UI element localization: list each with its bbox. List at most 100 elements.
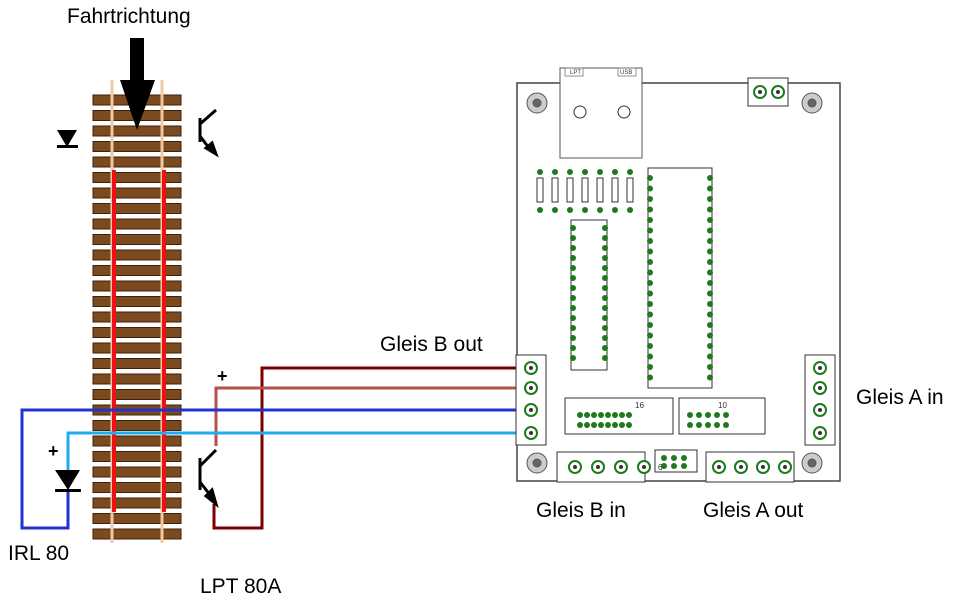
resistor xyxy=(551,177,559,203)
usb-label-usb: USB xyxy=(620,70,632,76)
solder-pad xyxy=(570,265,576,271)
track-sleeper xyxy=(92,296,182,307)
terminal-screw-center xyxy=(573,465,577,469)
solder-pad xyxy=(661,455,667,461)
solder-pad xyxy=(597,207,603,213)
terminal-screw-center xyxy=(818,431,822,435)
solder-pad xyxy=(619,422,625,428)
solder-pad xyxy=(567,169,573,175)
solder-pad xyxy=(647,290,653,297)
solder-pad xyxy=(647,374,653,381)
track-sleepers xyxy=(92,94,182,540)
solder-pad xyxy=(626,422,632,428)
solder-pad xyxy=(612,169,618,175)
solder-pad xyxy=(681,463,687,469)
solder-pad xyxy=(707,175,713,181)
track-sleeper xyxy=(92,249,182,261)
solder-pad xyxy=(647,269,653,276)
solder-pad xyxy=(707,217,713,223)
wires xyxy=(20,366,530,530)
solder-pad xyxy=(647,175,653,181)
terminal-screw-center xyxy=(758,90,762,94)
solder-pad xyxy=(591,412,597,418)
terminal-screw-center xyxy=(818,366,822,370)
track-sleeper xyxy=(92,265,182,276)
solder-pad xyxy=(570,285,576,291)
solder-pad xyxy=(647,196,653,202)
solder-pad xyxy=(705,412,711,418)
solder-pad xyxy=(612,207,618,213)
solder-pad xyxy=(602,245,608,251)
solder-pad xyxy=(647,332,653,339)
solder-pad xyxy=(707,259,713,265)
solder-pad xyxy=(602,285,608,291)
solder-pad xyxy=(570,295,576,301)
solder-pad xyxy=(582,169,588,175)
track-rails xyxy=(110,80,166,543)
terminal-screw-center xyxy=(761,465,765,469)
solder-pad xyxy=(602,225,608,231)
solder-pad xyxy=(570,315,576,321)
solder-pad xyxy=(707,364,713,370)
resistor xyxy=(611,177,619,203)
connector-label-10: 10 xyxy=(718,401,727,410)
wire-darkred xyxy=(212,366,530,530)
solder-pad xyxy=(577,422,583,428)
track-sleeper xyxy=(92,513,182,524)
solder-pad xyxy=(707,280,713,286)
solder-pad xyxy=(584,412,590,418)
track-sleeper xyxy=(92,497,182,509)
phototransistor-icon-bottom xyxy=(198,448,219,509)
solder-pad xyxy=(707,185,713,192)
solder-pad xyxy=(707,290,713,297)
solder-pad xyxy=(647,364,653,370)
track-sleeper xyxy=(92,218,182,230)
track-sleeper xyxy=(92,172,182,183)
track-sleeper xyxy=(92,373,182,385)
track-sleeper xyxy=(92,435,182,447)
track-sleeper xyxy=(92,234,182,245)
terminal-screw-center xyxy=(596,465,600,469)
solder-pad xyxy=(570,345,576,351)
solder-pad xyxy=(671,455,677,461)
solder-pad xyxy=(714,412,720,418)
pcb-board xyxy=(515,67,841,483)
solder-pad xyxy=(602,305,608,311)
solder-pad xyxy=(570,225,576,231)
solder-pad xyxy=(552,169,558,175)
solder-pad xyxy=(647,248,653,255)
solder-pad xyxy=(627,207,633,213)
solder-pad xyxy=(570,255,576,261)
solder-pad xyxy=(707,248,713,255)
track-sleeper xyxy=(92,528,182,540)
solder-pad xyxy=(612,422,618,428)
terminal-screw-center xyxy=(739,465,743,469)
wire-blue xyxy=(20,408,530,530)
solder-pad xyxy=(707,322,713,328)
solder-pad xyxy=(619,412,625,418)
solder-pad xyxy=(714,422,720,428)
solder-pad xyxy=(707,206,713,213)
solder-pad xyxy=(602,235,608,241)
solder-pad xyxy=(584,422,590,428)
solder-pad xyxy=(602,255,608,261)
resistor xyxy=(596,177,604,203)
resistor xyxy=(566,177,574,203)
solder-pad xyxy=(647,301,653,307)
solder-pad xyxy=(570,275,576,281)
direction-arrow xyxy=(120,38,155,130)
track-sleeper xyxy=(92,389,182,400)
solder-pad xyxy=(591,422,597,428)
solder-pad xyxy=(602,265,608,271)
track-sleeper xyxy=(92,342,182,354)
solder-pad xyxy=(707,238,713,244)
phototransistor-icon-top xyxy=(198,108,219,158)
track-sleeper xyxy=(92,451,182,462)
solder-pad xyxy=(707,343,713,349)
resistor xyxy=(581,177,589,203)
mounting-hole-icon xyxy=(526,92,823,474)
track-sleeper xyxy=(92,482,182,493)
solder-pad xyxy=(602,335,608,341)
solder-pad xyxy=(582,207,588,213)
solder-pad xyxy=(567,207,573,213)
